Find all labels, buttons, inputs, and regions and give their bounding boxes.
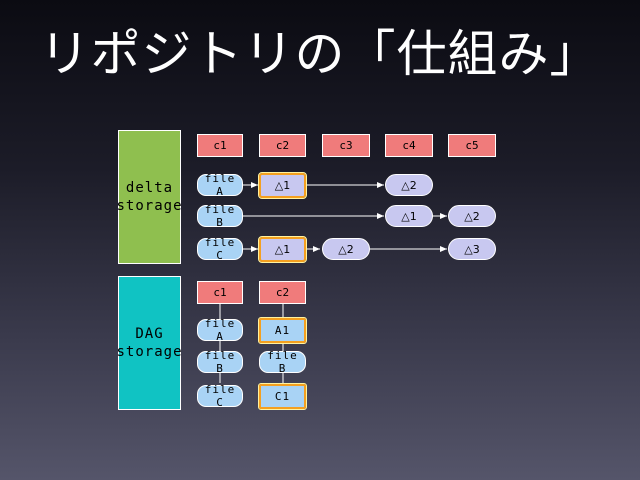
- delta-storage-label-line2: storage: [116, 198, 183, 214]
- dag-file-b: file B: [197, 349, 243, 375]
- delta-commit-c5: c5: [448, 134, 496, 157]
- delta-fileA-c2: △1: [258, 172, 307, 199]
- dag-node-A1: A1: [258, 317, 307, 344]
- delta-fileC-c3: △2: [322, 238, 370, 260]
- dag-storage-label-box: DAG storage: [116, 276, 183, 410]
- dag-file-c: file C: [197, 383, 243, 409]
- delta-fileB-c4: △1: [385, 205, 433, 227]
- delta-fileA-c4: △2: [385, 174, 433, 196]
- dag-file-a: file A: [197, 317, 243, 343]
- slide-title: リポジトリの「仕組み」: [39, 25, 601, 83]
- delta-file-c: file C: [197, 236, 243, 262]
- delta-commit-c3: c3: [322, 134, 370, 157]
- dag-commit-c2: c2: [259, 281, 306, 304]
- delta-file-b: file B: [197, 203, 243, 229]
- delta-storage-label-line1: delta: [125, 180, 174, 196]
- delta-fileB-c5: △2: [448, 205, 496, 227]
- delta-fileC-c5: △3: [448, 238, 496, 260]
- dag-node-C1: C1: [258, 383, 307, 410]
- dag-node-fileB: file B: [259, 349, 306, 375]
- delta-storage-label-box: delta storage: [116, 130, 183, 264]
- dag-commit-c1: c1: [197, 281, 243, 304]
- delta-commit-c2: c2: [259, 134, 306, 157]
- delta-commit-c4: c4: [385, 134, 433, 157]
- dag-storage-label-line1: DAG: [135, 326, 164, 342]
- delta-fileC-c2: △1: [258, 236, 307, 263]
- delta-file-a: file A: [197, 172, 243, 198]
- dag-storage-label-line2: storage: [116, 344, 183, 360]
- delta-commit-c1: c1: [197, 134, 243, 157]
